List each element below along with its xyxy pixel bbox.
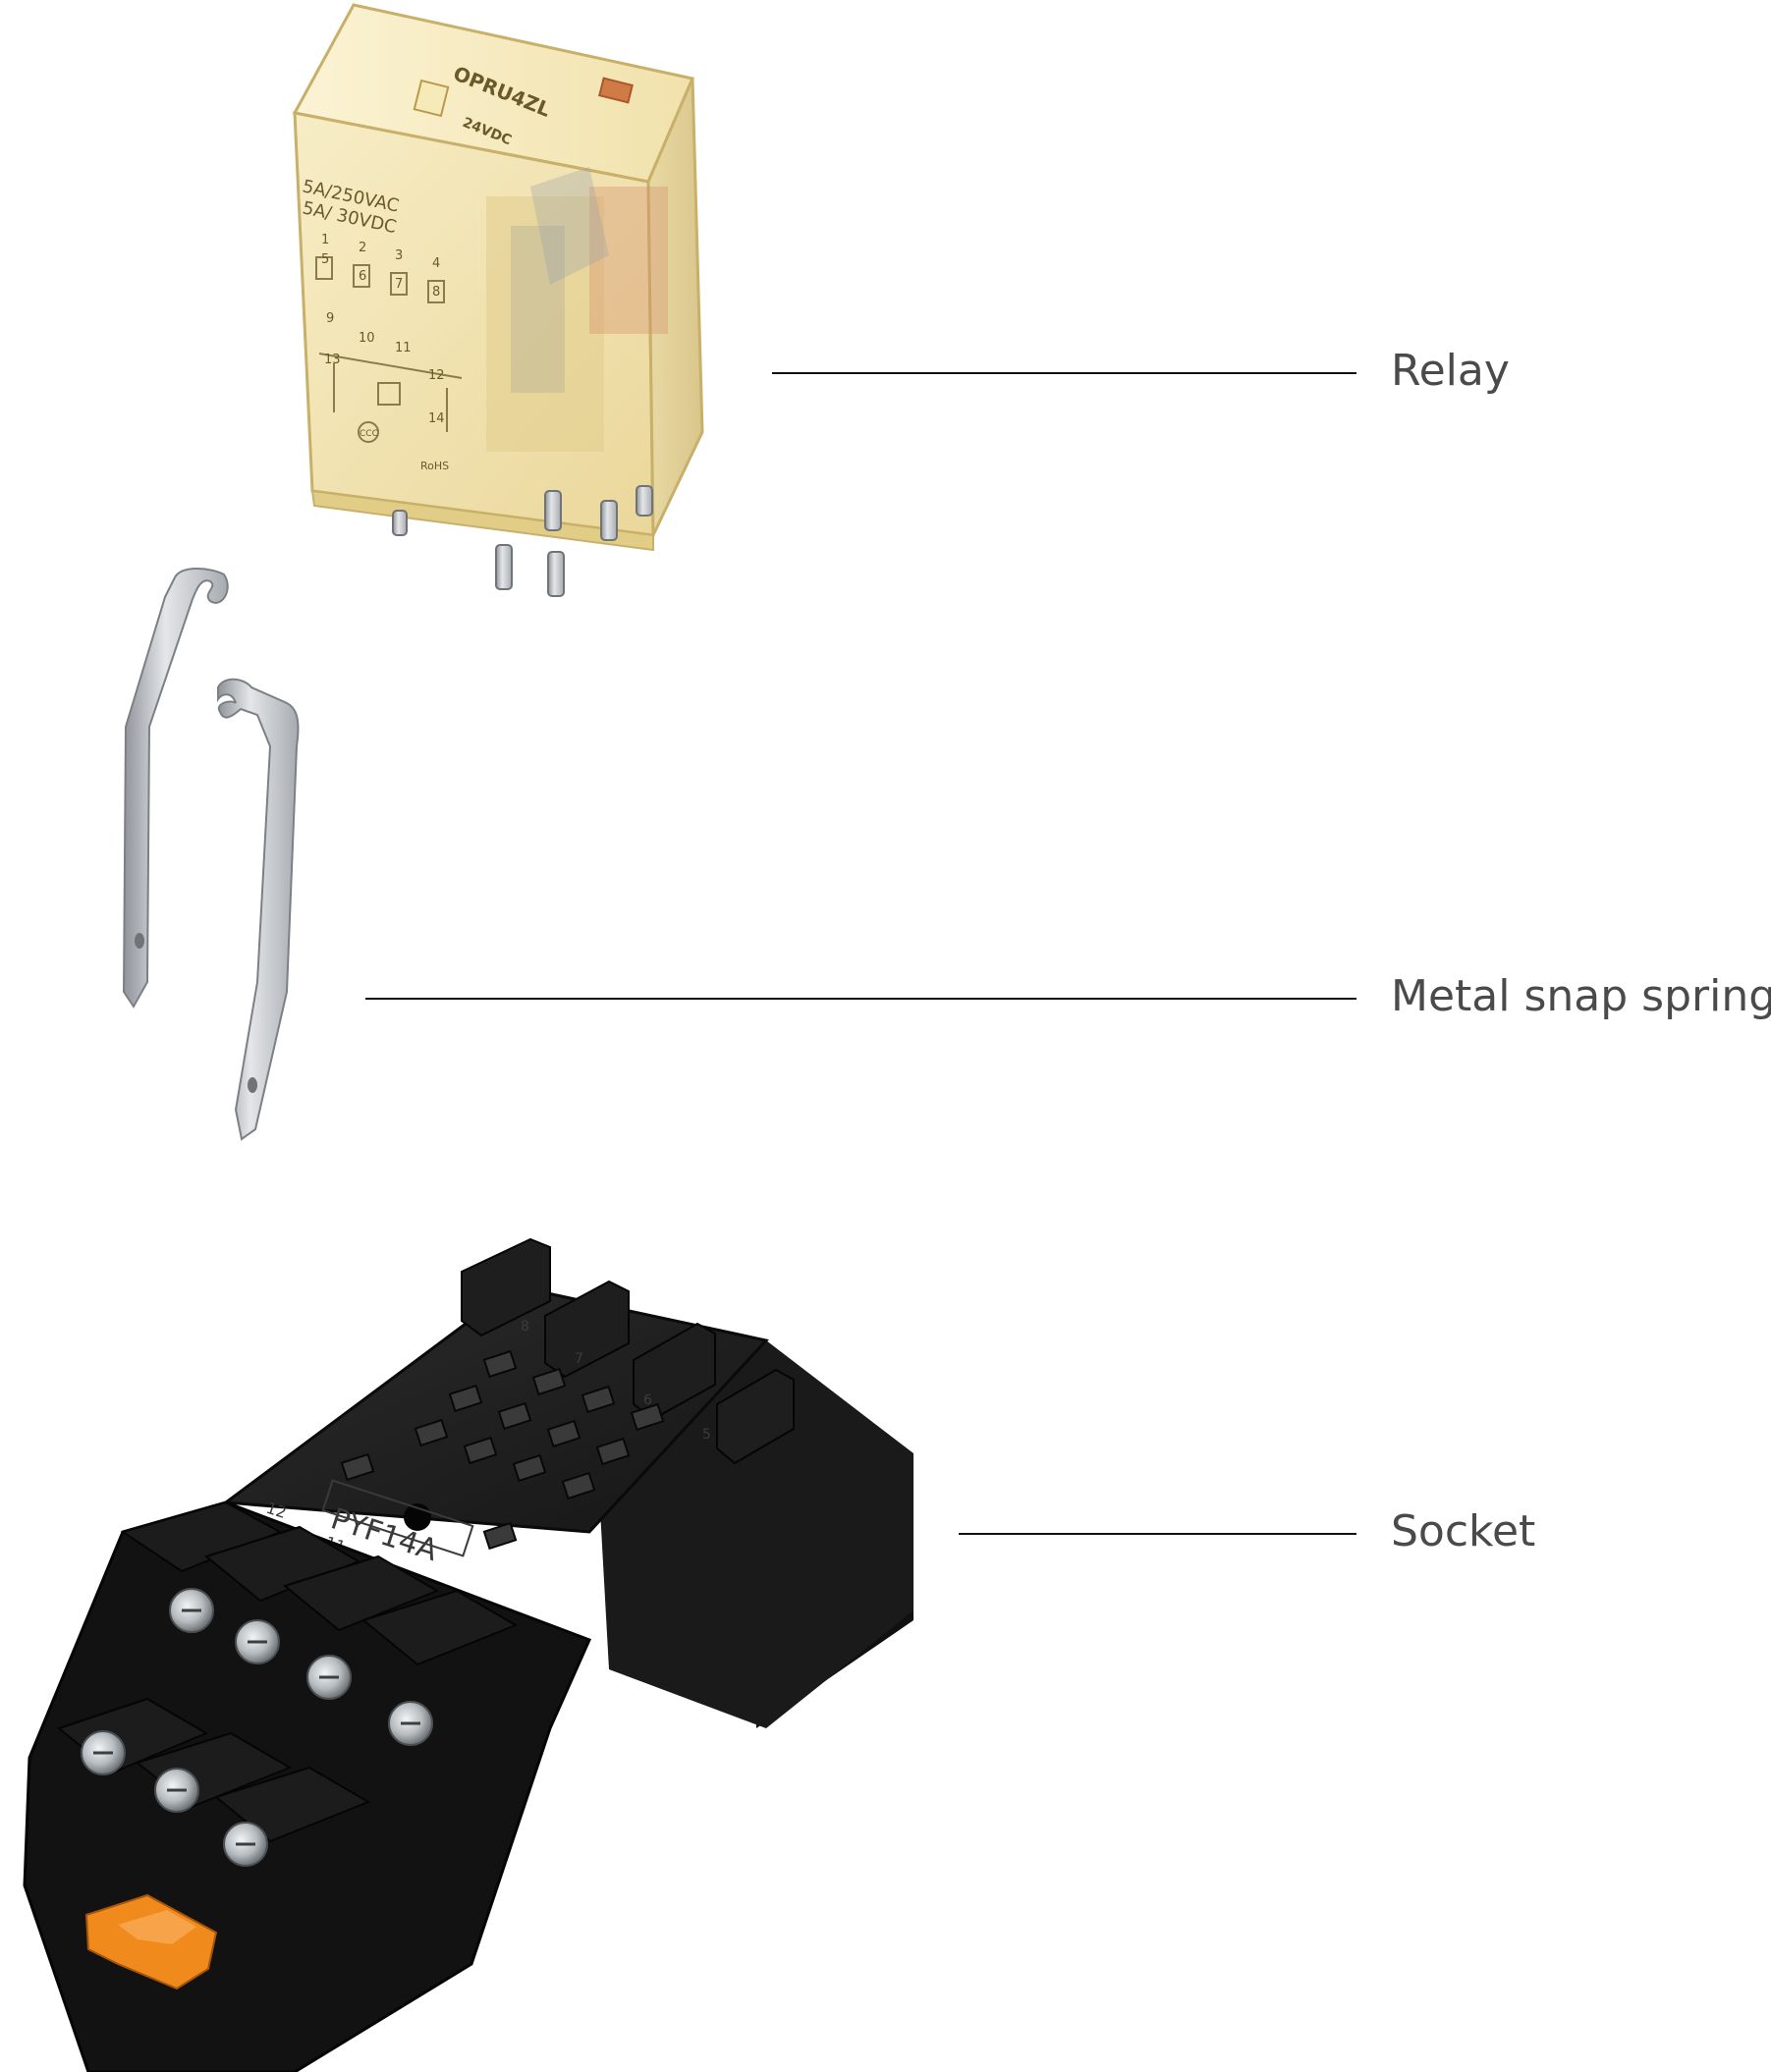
relay-rohs-mark: RoHS xyxy=(420,460,449,472)
relay-leader-line xyxy=(772,372,1356,374)
socket-top-num-7: 7 xyxy=(575,1351,583,1367)
relay-terminal-8: 8 xyxy=(432,285,440,300)
relay-terminal-12: 12 xyxy=(428,368,445,383)
spring-leader-line xyxy=(365,998,1356,1000)
relay-coil-13: 13 xyxy=(324,353,341,367)
relay-label: Relay xyxy=(1391,346,1510,396)
relay-cert-mark: CCC xyxy=(360,429,378,439)
socket-top-num-8: 8 xyxy=(521,1319,529,1335)
spring-left xyxy=(122,568,229,1009)
indicator-led xyxy=(598,77,634,104)
relay-schematic xyxy=(315,256,463,443)
relay-terminal-7: 7 xyxy=(395,277,403,292)
socket-latch xyxy=(84,1893,218,1990)
relay-terminal-6: 6 xyxy=(359,269,366,284)
relay-pins xyxy=(392,485,653,597)
relay-terminal-9: 9 xyxy=(326,311,334,326)
metal-snap-spring xyxy=(122,568,300,1141)
socket-label: Socket xyxy=(1391,1506,1536,1556)
indicator-window-left xyxy=(413,79,450,118)
relay-terminal-11: 11 xyxy=(395,341,412,355)
relay-terminal-1: 1 xyxy=(321,233,329,247)
relay-coil-14: 14 xyxy=(428,411,445,426)
relay-terminal-3: 3 xyxy=(395,248,403,263)
relay-socket: 8 7 6 5 PYF14A 12 11 10 9 xyxy=(23,1237,913,2072)
relay-terminal-4: 4 xyxy=(432,256,440,271)
socket-top-num-6: 6 xyxy=(643,1392,652,1408)
relay-terminal-10: 10 xyxy=(359,331,375,346)
spring-label: Metal snap spring xyxy=(1391,971,1771,1021)
socket-leader-line xyxy=(959,1533,1356,1535)
spring-right xyxy=(217,678,300,1141)
relay-terminal-2: 2 xyxy=(359,241,366,255)
socket-top-num-5: 5 xyxy=(702,1427,711,1443)
relay-terminal-5: 5 xyxy=(321,252,329,267)
relay: OPRU4ZL 24VDC 5A/250VAC 5A/ 30VDC 1 2 3 … xyxy=(292,3,704,597)
